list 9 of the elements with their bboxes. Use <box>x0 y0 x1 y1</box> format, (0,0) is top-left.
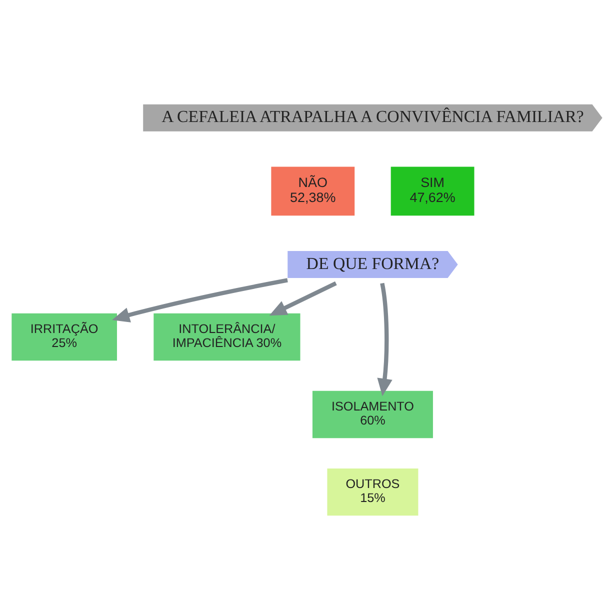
node-box: IRRITAÇÃO 25% <box>12 313 117 361</box>
node-box: INTOLERÂNCIA/ IMPACIÊNCIA 30% <box>154 313 300 361</box>
arrow <box>377 282 392 396</box>
arrow <box>269 281 337 316</box>
node-box: OUTROS 15% <box>327 468 418 516</box>
arrow <box>112 278 288 322</box>
node-box: NÃO 52,38% <box>271 166 355 216</box>
node-box: SIM 47,62% <box>390 166 474 216</box>
node-box: ISOLAMENTO 60% <box>312 390 433 438</box>
